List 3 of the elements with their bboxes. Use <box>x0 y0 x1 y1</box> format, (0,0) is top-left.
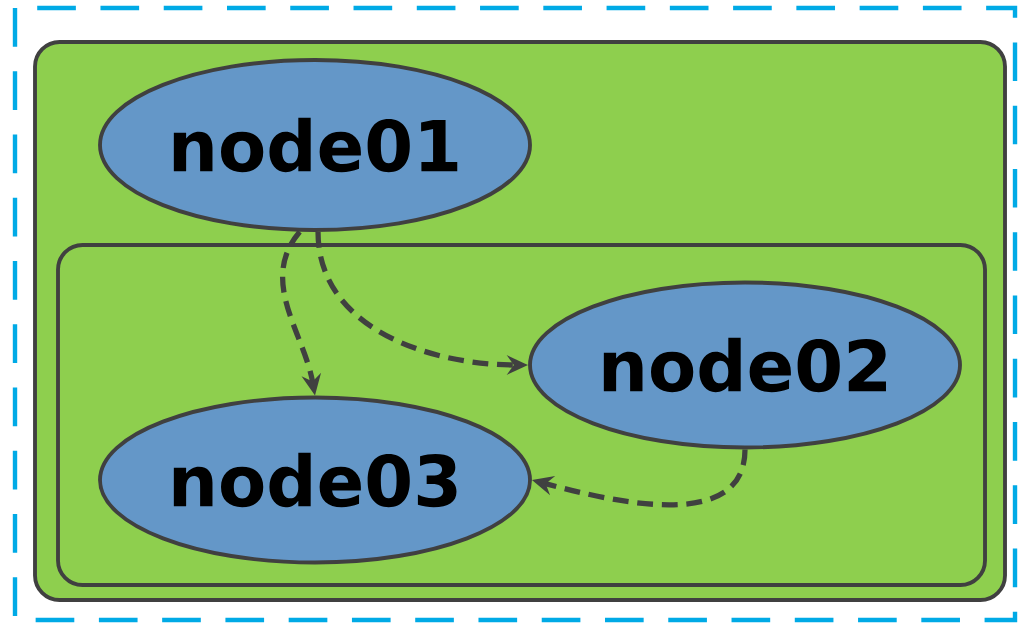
ellipse-node: node03 <box>98 395 532 565</box>
ellipse-node: node01 <box>98 58 532 232</box>
ellipse-node: node02 <box>528 280 962 450</box>
